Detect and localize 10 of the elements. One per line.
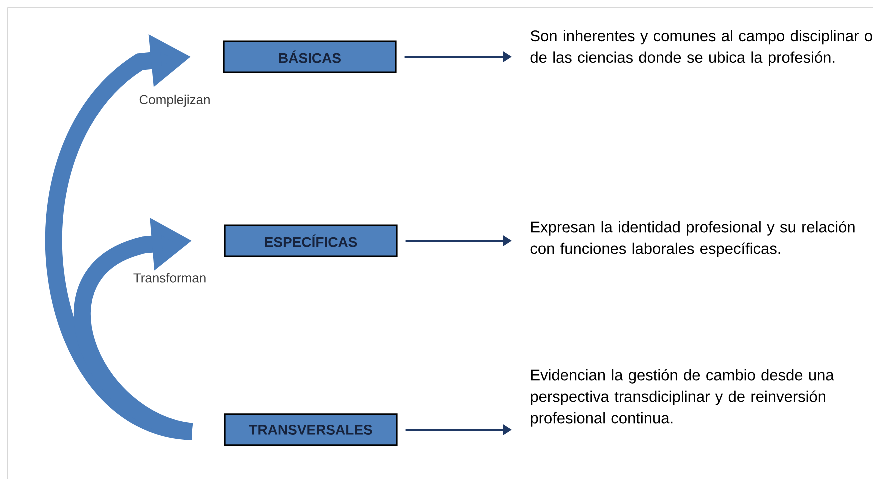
edge-label: Transforman: [134, 273, 206, 283]
category-box: BÁSICAS: [223, 40, 397, 74]
description-text: Expresan la identidad profesional y su relación con funciones laborales específicas.: [530, 221, 855, 258]
category-box: TRANSVERSALES: [224, 414, 398, 446]
description-text: Son inherentes y comunes al campo disciplinar o de las ciencias donde se ubica la profesión.: [530, 30, 872, 66]
edge-label: Complejizan: [140, 94, 210, 108]
curved-arrow: [74, 218, 194, 440]
category-box: ESPECÍFICAS: [224, 224, 398, 258]
curved-arrow: [45, 34, 194, 440]
description-text: Evidencian la gestión de cambio desde una perspectiva transdiciplinar y de reinversión profesional continua.: [531, 369, 834, 427]
